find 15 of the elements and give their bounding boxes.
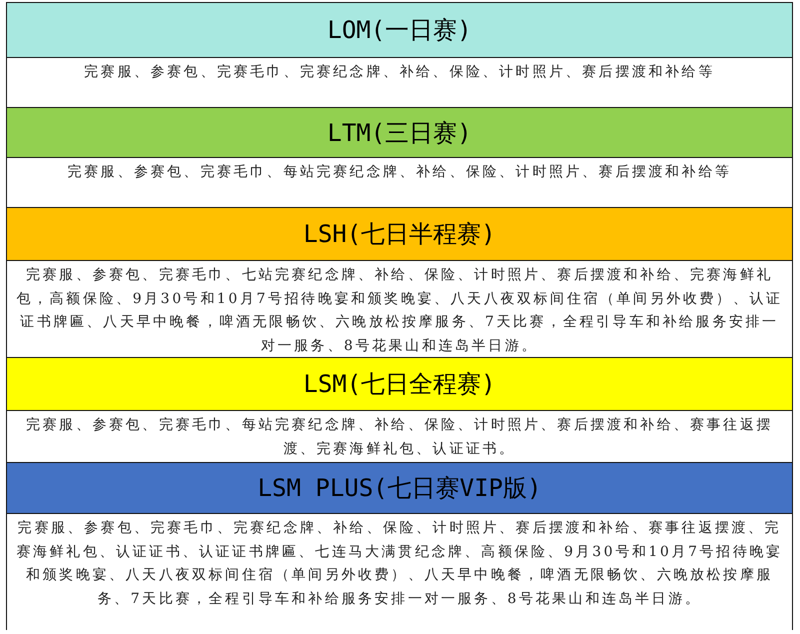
benefits-text: 完赛服、参赛包、完赛毛巾、七站完赛纪念牌、补给、保险、计时照片、赛后摆渡和补给、完赛海鲜礼包，高额保险、9月30号和10月7号招待晚宴和颁奖晚宴、八天八夜双标间住宿（单间另外收费）、认证证书牌匾、八天早中晚餐，啤酒无限畅饮、六晚放松按摩服务、7天比赛，全程引导车和补给服务安排一对一服务、8号花果山和连岛半日游。 xyxy=(15,266,784,356)
benefits-text: 完赛服、参赛包、完赛毛巾、每站完赛纪念牌、补给、保险、计时照片、赛后摆渡和补给等 xyxy=(66,163,732,182)
tier-header-band xyxy=(7,3,792,58)
tier-title: LTM(三日赛) xyxy=(327,118,472,148)
benefits-text: 完赛服、参赛包、完赛毛巾、每站完赛纪念牌、补给、保险、计时照片、赛后摆渡和补给、赛事往返摆渡、完赛海鲜礼包、认证证书。 xyxy=(25,416,774,458)
tier-header-band xyxy=(7,108,792,158)
tier-title: LOM(一日赛) xyxy=(327,15,472,46)
benefits-text: 完赛服、参赛包、完赛毛巾、完赛纪念牌、补给、保险、计时照片、赛后摆渡和补给等 xyxy=(83,63,716,82)
tier-header-band xyxy=(7,463,792,514)
tier-title: LSM(七日全程赛) xyxy=(303,369,496,400)
tier-header-band xyxy=(7,358,792,411)
tier-title: LSH(七日半程赛) xyxy=(303,219,496,250)
tier-title: LSM PLUS(七日赛VIP版) xyxy=(258,473,542,504)
tier-header-band xyxy=(7,208,792,261)
benefits-text: 完赛服、参赛包、完赛毛巾、完赛纪念牌、补给、保险、计时照片、赛后摆渡和补给、赛事往返摆渡、完赛海鲜礼包、认证证书、认证证书牌匾、七连马大满贯纪念牌、高额保险、9月30号和10月7号招待晚宴和颁奖晚宴、八天八夜双标间住宿（单间另外收费）、八天早中晚餐，啤酒无限畅饮、六晚放松按摩服务、7天比赛，全程引导车和补给服务安排一对一服务、8号花果山和连岛半日游。 xyxy=(15,519,784,608)
